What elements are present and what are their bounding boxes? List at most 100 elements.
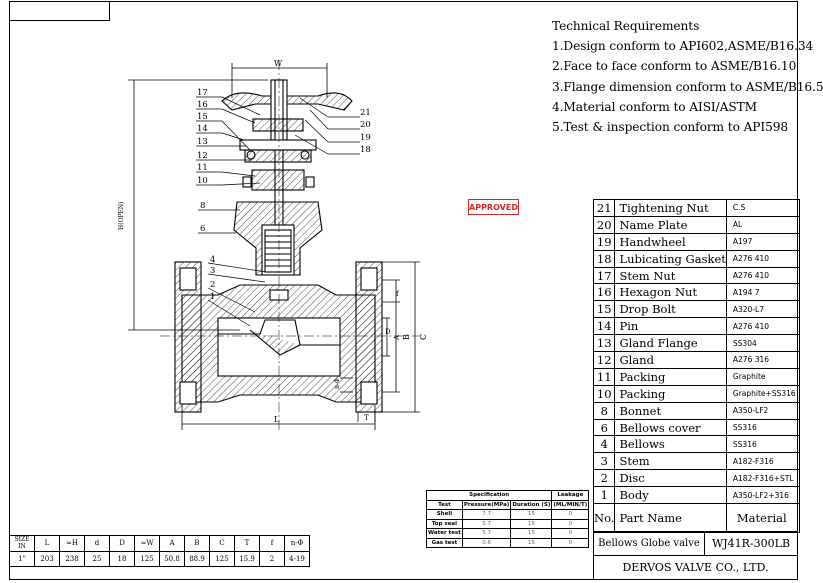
part-number: 13 <box>592 334 616 353</box>
size-col-header: D <box>109 535 135 552</box>
size-label: SIZE <box>14 536 30 544</box>
product-name: Bellows Globe valve <box>593 531 705 556</box>
part-number: 21 <box>592 199 616 217</box>
dim-d: D <box>385 328 391 336</box>
callout-14: 14 <box>197 124 208 134</box>
part-material: SS316 <box>725 435 801 454</box>
part-number: 12 <box>592 351 616 369</box>
size-cell: 15.9 <box>234 550 260 567</box>
callout-20: 20 <box>360 120 371 130</box>
size-cell: 50.8 <box>159 550 185 567</box>
valve-drawing: W H(OPEN) L C B A D f T n-Φ 17 16 15 14 … <box>118 59 428 430</box>
callout-12: 12 <box>197 151 208 161</box>
part-number: 19 <box>592 232 616 251</box>
title-block: Bellows Globe valve WJ41R-300LB DERVOS V… <box>593 531 798 580</box>
spec-cell: 0 <box>551 509 590 520</box>
callout-18: 18 <box>360 145 371 155</box>
spec-header: Specification <box>425 490 553 501</box>
dim-h: H(OPEN) <box>118 202 125 231</box>
part-number: 18 <box>592 249 616 268</box>
spec-cell: 0 <box>551 528 590 539</box>
part-material: AL <box>725 215 801 234</box>
company-name: DERVOS VALVE CO., LTD. <box>593 555 798 580</box>
spec-cell: 0 <box>551 518 590 529</box>
size-col-header: f <box>259 535 285 552</box>
part-material: A320-L7 <box>725 300 801 319</box>
size-col-header: d <box>84 535 110 552</box>
size-cell: 203 <box>34 550 60 567</box>
part-name: Bonnet <box>614 401 727 420</box>
spec-col-header: (ML/MIN/T) <box>551 499 590 510</box>
part-name: Pin <box>614 317 727 336</box>
header-no: No. <box>592 503 616 534</box>
part-material: A276 410 <box>725 266 801 285</box>
size-value: 1" <box>9 550 35 567</box>
callout-1: 1 <box>210 292 215 302</box>
part-number: 2 <box>592 469 616 488</box>
size-col-header: L <box>34 535 60 552</box>
tech-item: 3.Flange dimension conform to ASME/B16.5 <box>552 79 823 94</box>
size-col-header: A <box>159 535 185 552</box>
part-number: 14 <box>592 317 616 336</box>
spec-cell: 5.7 <box>461 528 512 539</box>
callout-21: 21 <box>360 108 371 118</box>
part-name: Name Plate <box>614 215 727 234</box>
size-cell: 125 <box>209 550 235 567</box>
callout-17: 17 <box>197 88 208 98</box>
part-name: Packing <box>614 367 727 386</box>
size-cell: 125 <box>134 550 160 567</box>
part-material: Graphite+SS316 <box>725 384 801 403</box>
part-name: Hexagon Nut <box>614 283 727 302</box>
callout-2: 2 <box>210 280 215 290</box>
part-material: Graphite <box>725 367 801 386</box>
part-material: A197 <box>725 232 801 251</box>
part-name: Gland <box>614 351 727 369</box>
size-col-header: B <box>184 535 210 552</box>
part-material: A350-LF2+316 <box>725 486 801 505</box>
dim-a: A <box>393 334 401 341</box>
part-material: A182-F316 <box>725 452 801 471</box>
spec-cell: Gas test <box>426 537 463 548</box>
part-number: 20 <box>592 215 616 234</box>
callout-4: 4 <box>210 255 215 265</box>
callout-10: 10 <box>197 176 208 186</box>
part-material: SS316 <box>725 418 801 437</box>
tech-item: 5.Test & inspection conform to API598 <box>552 120 789 135</box>
part-number: 6 <box>592 418 616 437</box>
part-material: A350-LF2 <box>725 401 801 420</box>
part-number: 8 <box>592 401 616 420</box>
size-col-header: C <box>209 535 235 552</box>
header-material: Material <box>725 503 801 534</box>
dim-l: L <box>274 415 280 424</box>
leakage-header: Leakage <box>551 490 590 501</box>
size-col-header: ≈W <box>134 535 160 552</box>
part-material: A276 410 <box>725 317 801 336</box>
size-col-header: T <box>234 535 260 552</box>
part-material: A276 410 <box>725 249 801 268</box>
tech-item: 2.Face to face conform to ASME/B16.10 <box>552 59 797 74</box>
part-number: 3 <box>592 452 616 471</box>
part-name: Stem <box>614 452 727 471</box>
callout-13: 13 <box>197 137 208 147</box>
header-part-name: Part Name <box>614 503 727 534</box>
